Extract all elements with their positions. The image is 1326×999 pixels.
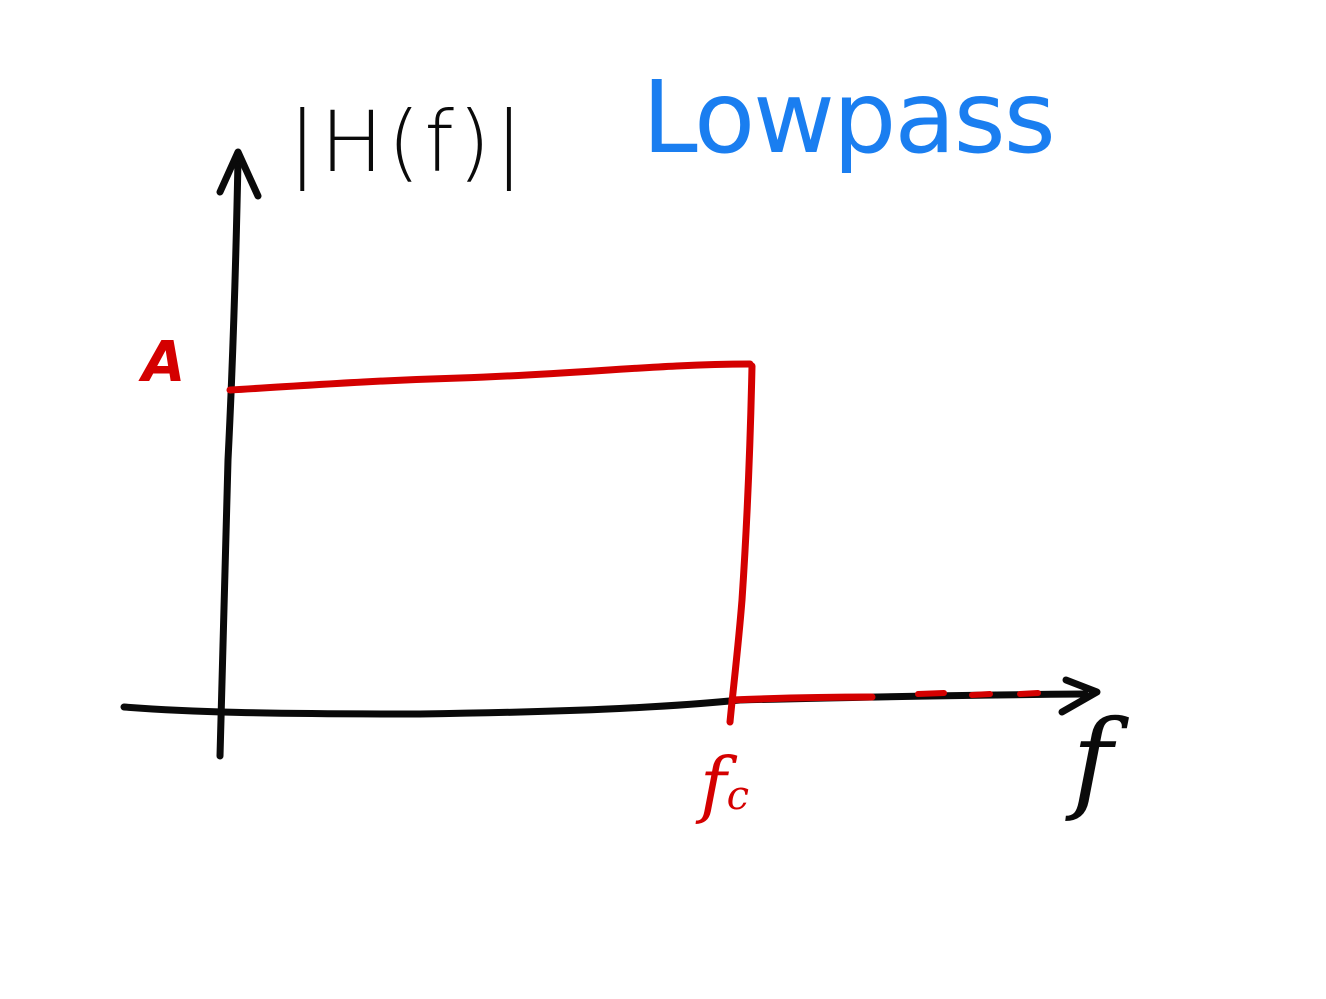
x-axis-arrowhead	[1058, 676, 1101, 716]
passband-line	[226, 360, 754, 394]
amplitude-label: A	[142, 330, 186, 395]
cutoff-label-main: f	[700, 742, 727, 826]
cutoff-label-subscript: c	[726, 773, 750, 819]
cutoff-edge-line	[726, 362, 756, 726]
stopband-line	[728, 693, 876, 704]
diagram-title: Lowpass	[642, 59, 1056, 176]
stopband-dash-1	[915, 690, 947, 697]
stopband-dash-2	[969, 691, 993, 698]
x-axis	[120, 690, 1089, 718]
cutoff-frequency-label: fc	[700, 748, 749, 820]
x-axis-label: f	[1072, 696, 1113, 824]
y-axis-arrowhead	[216, 148, 262, 200]
y-axis	[216, 156, 242, 760]
y-axis-label: |H(f)|	[288, 93, 527, 191]
stopband-dash-3	[1017, 690, 1041, 697]
